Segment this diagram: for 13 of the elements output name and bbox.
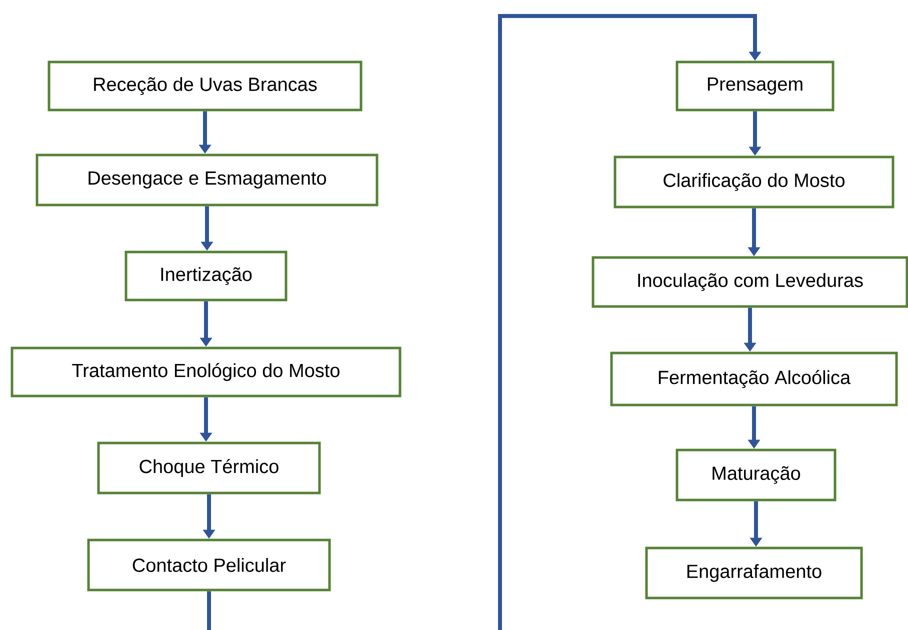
process-box: Choque Térmico (97, 442, 321, 494)
process-box: Inoculação com Leveduras (592, 256, 908, 308)
process-box: Tratamento Enológico do Mosto (10, 346, 402, 398)
process-box: Engarrafamento (645, 546, 863, 600)
process-box: Desengace e Esmagamento (36, 154, 378, 206)
process-box: Contacto Pelicular (87, 538, 331, 592)
process-box: Receção de Uvas Brancas (48, 60, 362, 112)
process-box: Maturação (676, 448, 836, 502)
process-box: Fermentação Alcoólica (610, 352, 898, 406)
process-box: Clarificação do Mosto (614, 156, 894, 208)
arrow (207, 14, 762, 630)
process-box: Prensagem (676, 60, 834, 112)
process-box: Inertização (124, 250, 288, 302)
